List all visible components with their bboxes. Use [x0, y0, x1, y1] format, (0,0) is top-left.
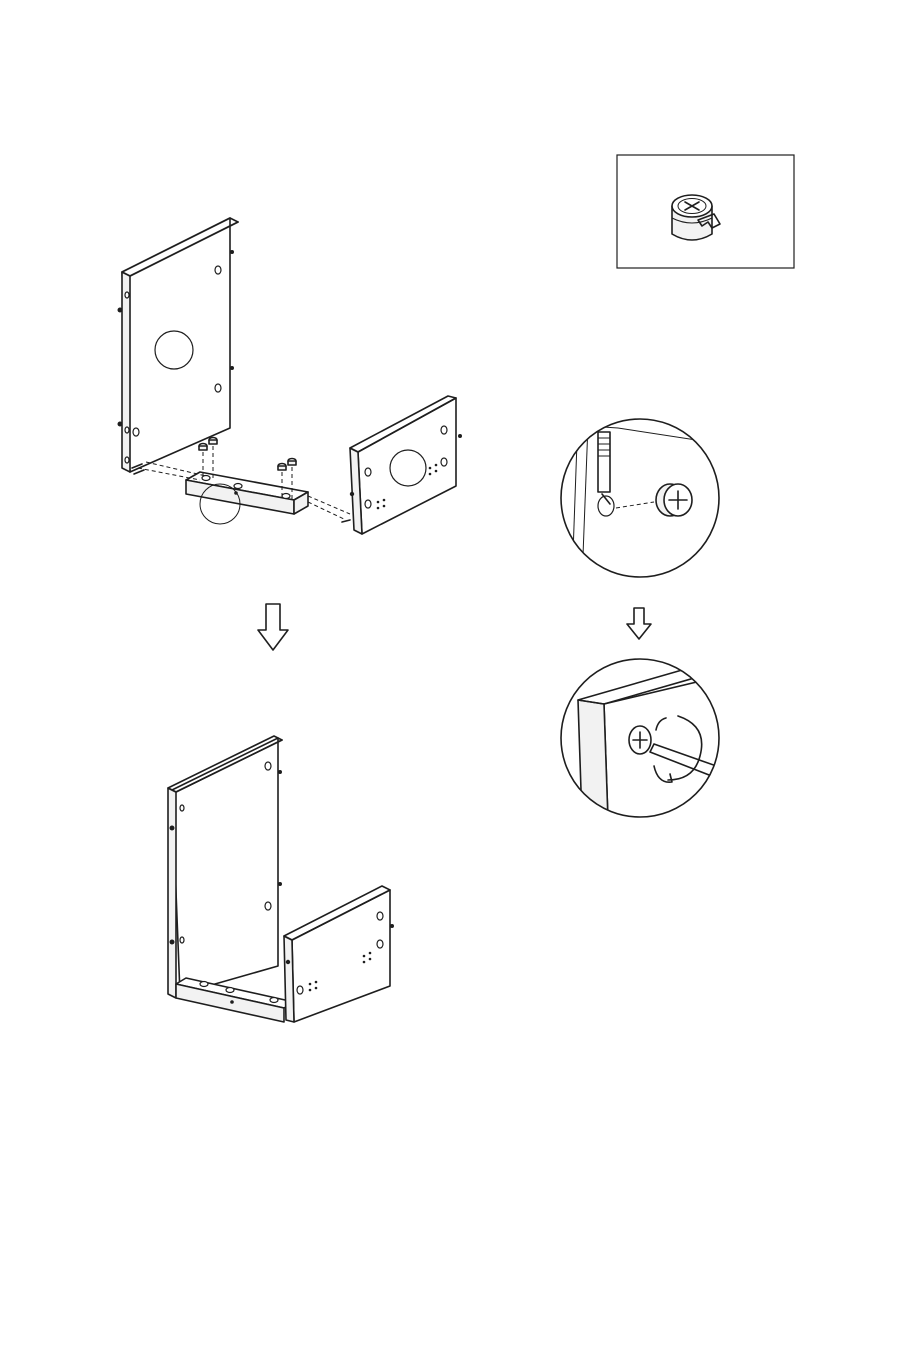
cam-lock-icon: [656, 484, 692, 516]
exploded-assembly-diagram: [110, 210, 480, 550]
cam-bolt-icon: [598, 432, 614, 516]
cam-lock-callout-box: [616, 154, 796, 271]
assembled-left-panel: [168, 736, 282, 998]
left-side-panel: [118, 218, 239, 472]
right-side-panel: [350, 396, 462, 534]
down-arrow-icon: [624, 606, 654, 642]
assembled-bottom-rail: [176, 978, 294, 1022]
cam-insert-detail-circle: [558, 414, 722, 582]
bottom-rail: [186, 472, 308, 524]
cam-lock-icon: [629, 726, 651, 754]
down-arrow-icon: [256, 602, 290, 652]
cam-tighten-detail-circle: [558, 656, 722, 820]
assembled-frame-diagram: [160, 730, 400, 1030]
assembled-right-panel: [284, 886, 394, 1022]
